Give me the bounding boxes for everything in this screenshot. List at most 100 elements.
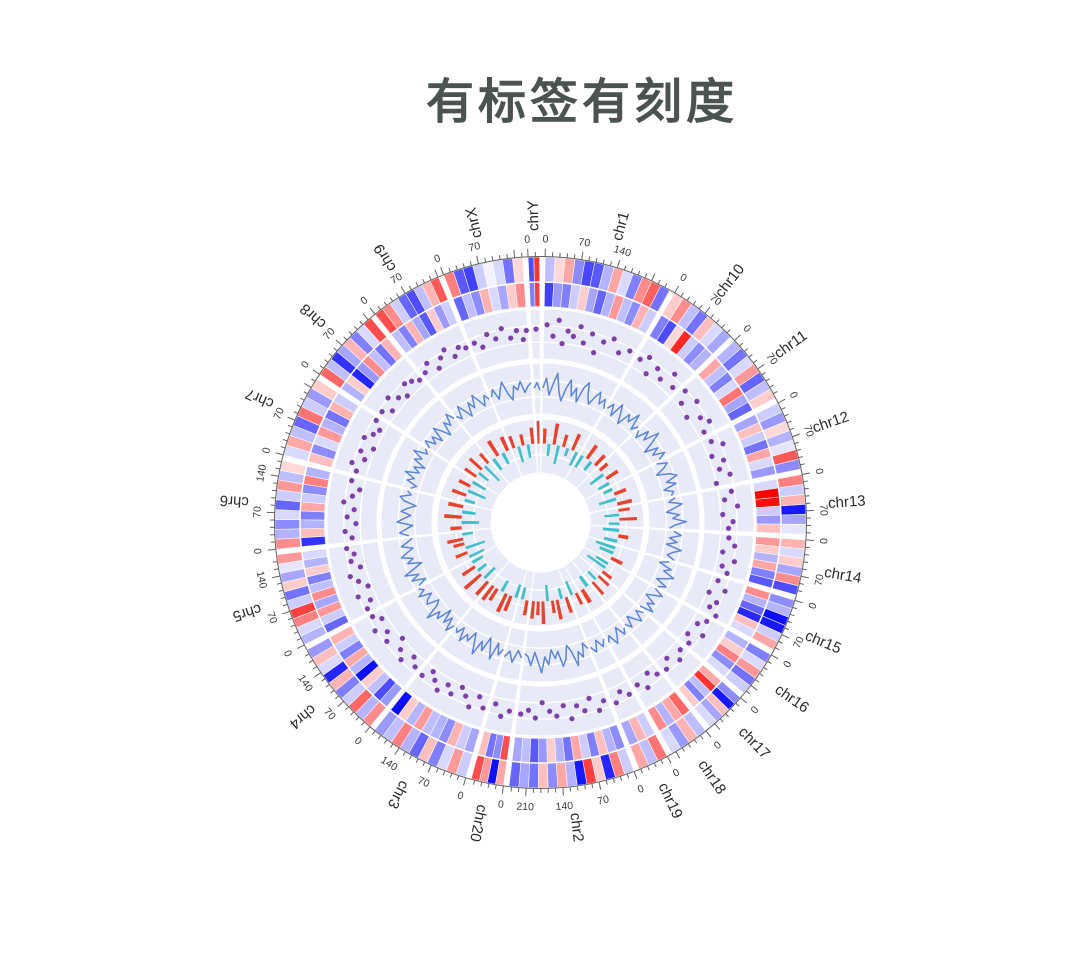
track-bg-line-chr20 <box>499 627 526 680</box>
minor-tick <box>480 781 483 787</box>
bar-negative <box>565 580 574 596</box>
track-bg-bar-chr14 <box>588 525 644 551</box>
chromosome-label-chrY: chrY <box>525 200 543 231</box>
chromosome-label-chrX: chrX <box>462 206 485 240</box>
tick-label: 140 <box>295 673 315 694</box>
track-bg-bar-chr2 <box>528 569 577 626</box>
chromosome-label-chr16: chr16 <box>772 681 813 716</box>
heatmap-cell <box>637 308 658 335</box>
minor-tick <box>657 279 661 285</box>
line-series <box>624 609 644 628</box>
bar-negative <box>587 570 597 580</box>
scatter-point <box>708 438 714 445</box>
scatter-point <box>713 480 720 487</box>
tick-label: 0 <box>524 234 531 246</box>
tick-label: 0 <box>806 601 819 610</box>
scatter-point <box>353 521 359 527</box>
bar-negative <box>597 481 610 491</box>
scatter-point <box>357 487 363 493</box>
heatmap-cell <box>693 702 717 728</box>
line-series <box>400 537 427 586</box>
bar-negative <box>578 575 589 588</box>
scatter-point <box>706 589 712 595</box>
track-bg-line-chr19 <box>580 618 617 671</box>
heatmap-cell <box>747 573 774 589</box>
heatmap-cell <box>751 630 779 651</box>
scatter-point <box>365 583 371 589</box>
bar-negative <box>608 522 620 526</box>
heatmap-cell <box>300 527 326 539</box>
scatter-point <box>508 335 514 341</box>
minor-tick <box>484 257 487 263</box>
scatter-point <box>634 682 640 688</box>
scatter-point <box>412 664 418 670</box>
major-tick <box>337 700 344 708</box>
bar-positive <box>619 516 637 521</box>
bar-positive <box>464 467 477 478</box>
bar-positive <box>478 452 490 465</box>
scatter-point <box>560 703 566 709</box>
scatter-point <box>719 563 725 569</box>
minor-tick <box>797 590 803 593</box>
bar-negative <box>517 446 525 463</box>
minor-tick <box>743 348 749 352</box>
scatter-point <box>364 606 371 612</box>
line-series <box>490 380 532 401</box>
major-tick <box>750 684 758 691</box>
tick-label: 70 <box>264 610 279 625</box>
sector-chrY <box>527 256 541 444</box>
bar-negative <box>465 540 486 550</box>
minor-tick <box>280 596 286 600</box>
scatter-point <box>349 459 355 466</box>
scatter-point <box>471 340 477 346</box>
scatter-point <box>348 558 354 565</box>
minor-tick <box>278 589 284 592</box>
scatter-point <box>347 574 353 580</box>
scatter-point <box>704 618 710 624</box>
scatter-point <box>411 654 417 660</box>
line-series <box>656 561 675 588</box>
scatter-point <box>351 507 357 513</box>
heatmap-cell <box>527 256 535 283</box>
minor-tick <box>605 780 608 785</box>
track-bg-scatter-chr1 <box>543 309 645 380</box>
bar-negative <box>546 443 551 457</box>
chromosome-label-chr18: chr18 <box>694 757 729 798</box>
chromosome-label-chr10: chr10 <box>712 261 748 301</box>
heatmap-cell <box>781 514 807 525</box>
heatmap-cell <box>726 401 753 422</box>
bar-positive <box>529 427 535 445</box>
bar-negative <box>603 487 613 495</box>
scatter-point <box>525 707 532 713</box>
chromosome-label-chr13: chr13 <box>828 492 867 512</box>
bar-negative <box>553 445 561 465</box>
scatter-point <box>713 613 719 619</box>
bar-negative <box>574 454 584 468</box>
minor-tick <box>272 561 278 563</box>
track-bg-bar-chr5 <box>438 528 497 570</box>
page-title: 有标签有刻度 <box>425 76 738 129</box>
heatmap-cell <box>659 726 682 754</box>
scatter-point <box>578 324 584 330</box>
heatmap-cell <box>646 705 668 732</box>
minor-tick <box>595 257 598 263</box>
scatter-point <box>722 588 728 594</box>
bar-negative <box>492 458 503 471</box>
bar-negative <box>589 473 605 486</box>
scatter-point <box>697 415 704 421</box>
tick-label: 70 <box>388 271 404 287</box>
sector-chr16 <box>586 554 772 694</box>
scatter-point <box>707 604 713 610</box>
scatter-point <box>379 409 385 415</box>
minor-tick <box>348 331 353 336</box>
heatmap-cell <box>275 537 302 550</box>
heatmap-cell <box>705 654 731 678</box>
bar-positive <box>447 537 464 545</box>
scatter-point <box>349 478 355 484</box>
major-tick <box>581 251 584 260</box>
minor-tick <box>473 780 476 785</box>
bar-positive <box>610 556 624 566</box>
minor-tick <box>422 761 426 767</box>
axis-circle <box>274 256 807 789</box>
scatter-point <box>720 511 726 518</box>
